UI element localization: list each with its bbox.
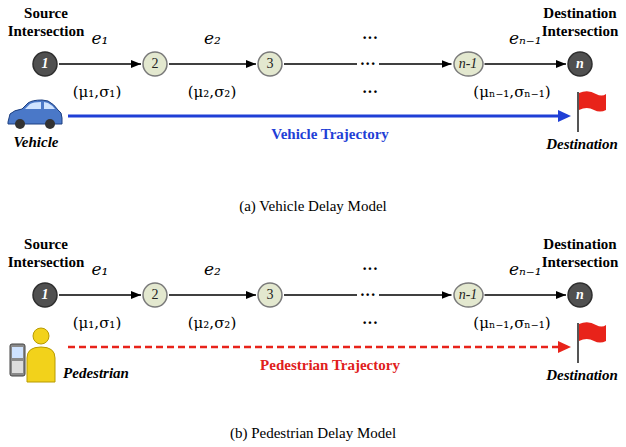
- pedestrian-icon: [10, 328, 55, 382]
- delay-parameters: (μ₁,σ₁): [73, 314, 122, 332]
- car-window: [25, 102, 41, 109]
- vehicle-trajectory-arrow: [68, 110, 571, 122]
- edge-label: ···: [357, 54, 379, 74]
- intersection-node: n-1: [453, 51, 484, 77]
- destination-flag: [578, 91, 606, 132]
- intersection-node: n-1: [453, 282, 484, 308]
- node-number: 2: [152, 287, 159, 303]
- traveler-label: Vehicle: [14, 133, 59, 151]
- trajectory-label: Pedestrian Trajectory: [260, 356, 400, 374]
- flag-pole: [577, 323, 579, 363]
- intersection-circle: [568, 52, 592, 76]
- ellipsis: ···: [362, 314, 378, 332]
- phone: [10, 344, 25, 376]
- intersection-circle: [33, 52, 57, 76]
- intersection-node: 3: [257, 282, 283, 308]
- edge-label: e₁: [92, 259, 109, 279]
- intersection-circle: [454, 283, 483, 307]
- intersection-circle: [258, 283, 282, 307]
- node-number: n: [576, 56, 584, 72]
- phone-screen: [12, 347, 23, 358]
- trajectory-line: [68, 346, 560, 349]
- edge-label: eₙ₋₁: [509, 28, 542, 48]
- trajectory-line: [68, 115, 560, 118]
- node-number: n-1: [459, 287, 478, 303]
- car-window: [44, 102, 55, 109]
- edge-label: eₙ₋₁: [509, 259, 542, 279]
- edge-arrow: [169, 63, 256, 65]
- car-wheel: [15, 119, 25, 129]
- intersection-node: 1: [32, 282, 58, 308]
- intersection-circle: [568, 283, 592, 307]
- node-number: 2: [152, 56, 159, 72]
- flag-cloth: [579, 91, 606, 111]
- edge-label: e₂: [204, 259, 221, 279]
- flag-cloth: [579, 322, 606, 342]
- intersection-circle: [454, 52, 483, 76]
- node-number: 1: [42, 287, 49, 303]
- node-number: n-1: [459, 56, 478, 72]
- intersection-node: n: [567, 282, 593, 308]
- delay-parameters: (μ₂,σ₂): [188, 83, 237, 101]
- intersection-heading: Destination Intersection: [535, 235, 625, 271]
- intersection-node: n: [567, 51, 593, 77]
- node-number: 3: [267, 56, 274, 72]
- destination-label: Destination: [546, 135, 618, 153]
- edge-arrow: [59, 294, 141, 296]
- intersection-heading: Source Intersection: [1, 235, 91, 271]
- node-number: 1: [42, 56, 49, 72]
- intersection-circle: [258, 52, 282, 76]
- edge-label: e₂: [204, 28, 221, 48]
- person-head: [33, 328, 49, 344]
- edge-arrow: [59, 63, 141, 65]
- edge-arrow: [169, 294, 256, 296]
- traveler-label: Pedestrian: [63, 364, 129, 382]
- ellipsis: ···: [362, 29, 378, 47]
- delay-parameters: (μₙ₋₁,σₙ₋₁): [473, 314, 550, 332]
- intersection-node: 2: [142, 51, 168, 77]
- edge-arrow: [485, 63, 567, 65]
- destination-flag: [578, 322, 606, 363]
- car-icon: [8, 100, 62, 129]
- destination-label: Destination: [546, 366, 618, 384]
- edge-arrow: [485, 294, 567, 296]
- ellipsis: ···: [362, 260, 378, 278]
- node-number: 3: [267, 287, 274, 303]
- edge-label: e₁: [92, 28, 109, 48]
- intersection-circle: [143, 283, 167, 307]
- flag-pole: [577, 92, 579, 132]
- delay-parameters: (μ₁,σ₁): [73, 83, 122, 101]
- person-body: [27, 347, 55, 382]
- car-body: [8, 100, 62, 124]
- intersection-heading: Source Intersection: [1, 4, 91, 40]
- intersection-circle: [33, 283, 57, 307]
- ellipsis: ···: [362, 83, 378, 101]
- delay-parameters: (μ₂,σ₂): [188, 314, 237, 332]
- trajectory-head: [558, 341, 571, 353]
- intersection-node: 3: [257, 51, 283, 77]
- sub-caption: (a) Vehicle Delay Model: [239, 197, 387, 215]
- delay-parameters: (μₙ₋₁,σₙ₋₁): [473, 83, 550, 101]
- trajectory-head: [558, 110, 571, 122]
- intersection-node: 1: [32, 51, 58, 77]
- node-number: n: [576, 287, 584, 303]
- intersection-circle: [143, 52, 167, 76]
- intersection-heading: Destination Intersection: [535, 4, 625, 40]
- intersection-node: 2: [142, 282, 168, 308]
- phone-keys: [12, 361, 23, 373]
- car-wheel: [45, 119, 55, 129]
- sub-caption: (b) Pedestrian Delay Model: [230, 424, 396, 442]
- pedestrian-trajectory-arrow: [68, 341, 571, 353]
- trajectory-label: Vehicle Trajectory: [271, 125, 389, 143]
- edge-label: ···: [357, 285, 379, 305]
